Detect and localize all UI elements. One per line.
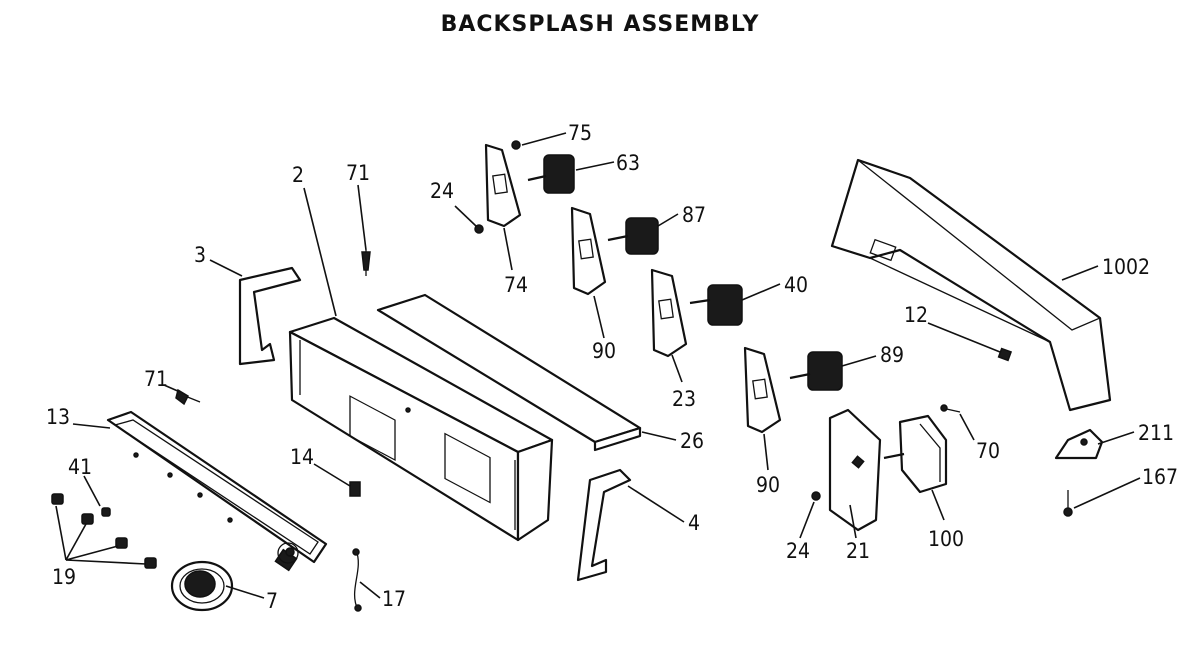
callout-3: 3 <box>194 243 206 267</box>
callout-100: 100 <box>928 527 964 551</box>
callout-19: 19 <box>52 565 76 589</box>
part-89-switch <box>789 351 843 391</box>
callout-211: 211 <box>1138 421 1174 445</box>
callout-1002: 1002 <box>1102 255 1150 279</box>
callout-14: 14 <box>290 445 314 469</box>
callout-63: 63 <box>616 151 640 175</box>
part-4-end-bracket-right <box>576 468 632 582</box>
part-70-screw <box>940 404 961 413</box>
callout-7: 7 <box>266 589 278 613</box>
part-71-screw-lower <box>175 388 201 406</box>
callout-74: 74 <box>504 273 528 297</box>
callout-23: 23 <box>672 387 696 411</box>
part-13-control-panel <box>106 410 328 572</box>
callout-70: 70 <box>976 439 1000 463</box>
leader-lines <box>55 132 1141 599</box>
part-211-hinge <box>1054 428 1104 460</box>
part-90-bracket-lower <box>743 346 782 434</box>
callout-26: 26 <box>680 429 704 453</box>
diagram-title: BACKSPLASH ASSEMBLY <box>440 12 760 37</box>
part-75-screw <box>511 140 521 150</box>
callout-89: 89 <box>880 343 904 367</box>
part-24-screw-lower <box>811 491 821 501</box>
callout-87: 87 <box>682 203 706 227</box>
callout-75: 75 <box>568 121 592 145</box>
callout-12: 12 <box>904 303 928 327</box>
part-24-screw-upper <box>474 224 484 234</box>
part-1002-rear-shell <box>830 158 1112 412</box>
part-12-clip <box>997 347 1013 362</box>
part-87-switch <box>607 217 659 255</box>
part-7-knob <box>170 560 234 612</box>
part-21-timer-plate <box>828 408 882 532</box>
part-19-buttons <box>51 493 157 569</box>
part-63-switch <box>527 154 575 194</box>
part-14-clip <box>349 481 361 497</box>
callout-4: 4 <box>688 511 700 535</box>
part-26-top-cover <box>376 293 642 452</box>
callout-2: 2 <box>292 163 304 187</box>
callout-24-upper: 24 <box>430 179 454 203</box>
part-100-timer-motor <box>883 414 948 494</box>
callout-90-upper: 90 <box>592 339 616 363</box>
callout-labels: 2 3 4 7 12 13 14 17 19 21 23 24 24 26 40… <box>46 121 1178 613</box>
part-71-screw-upper <box>361 250 371 276</box>
callout-21: 21 <box>846 539 870 563</box>
callout-41: 41 <box>68 455 92 479</box>
callout-17: 17 <box>382 587 406 611</box>
part-17-wire-link <box>352 548 362 612</box>
callout-40: 40 <box>784 273 808 297</box>
part-167-screw <box>1063 490 1073 517</box>
callout-24-lower: 24 <box>786 539 810 563</box>
part-3-end-bracket-left <box>238 266 302 366</box>
callout-167: 167 <box>1142 465 1178 489</box>
part-90-bracket-upper <box>570 206 607 296</box>
part-2-backsplash-housing <box>288 316 554 542</box>
part-41-button <box>101 507 111 517</box>
callout-71-upper: 71 <box>346 161 370 185</box>
callout-13: 13 <box>46 405 70 429</box>
callout-90-lower: 90 <box>756 473 780 497</box>
part-23-bracket <box>650 268 688 358</box>
part-74-bracket <box>484 143 522 228</box>
part-40-switch <box>689 284 743 326</box>
callout-71-lower: 71 <box>144 367 168 391</box>
